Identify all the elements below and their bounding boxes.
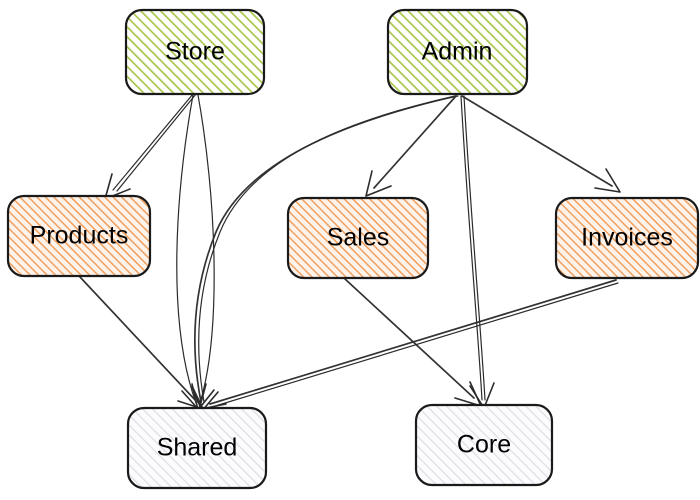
edge-layer xyxy=(79,93,621,422)
node-core-shape[interactable] xyxy=(414,403,554,487)
node-core-label: Core xyxy=(457,431,511,459)
node-store[interactable]: Store xyxy=(124,8,266,96)
node-core[interactable]: Core xyxy=(414,403,554,487)
node-invoices-label: Invoices xyxy=(581,224,673,252)
node-shared[interactable]: Shared xyxy=(126,406,268,490)
node-admin[interactable]: Admin xyxy=(386,8,529,96)
node-invoices[interactable]: Invoices xyxy=(554,196,700,280)
node-sales-label: Sales xyxy=(327,224,390,252)
node-layer: Store Admin Products Sales Invoices Shar xyxy=(6,8,700,490)
node-shared-shape[interactable] xyxy=(126,406,268,490)
edge-store-products xyxy=(104,93,197,200)
node-sales-shape[interactable] xyxy=(286,196,430,280)
edge-admin-sales xyxy=(365,95,457,197)
node-store-shape[interactable] xyxy=(124,8,266,96)
edge-admin-invoices xyxy=(461,95,621,193)
edge-admin-core xyxy=(460,95,495,409)
node-shared-label: Shared xyxy=(157,434,238,462)
node-products-label: Products xyxy=(30,222,129,250)
node-store-label: Store xyxy=(165,38,225,66)
edge-admin-shared xyxy=(191,95,459,412)
edge-products-shared xyxy=(79,276,204,410)
node-admin-label: Admin xyxy=(422,38,493,66)
node-admin-shape[interactable] xyxy=(386,8,529,96)
edge-store-shared-a xyxy=(176,94,207,411)
node-products[interactable]: Products xyxy=(6,194,152,278)
node-invoices-shape[interactable] xyxy=(554,196,700,280)
edge-invoices-shared xyxy=(200,279,619,422)
node-products-shape[interactable] xyxy=(6,194,152,278)
node-sales[interactable]: Sales xyxy=(286,196,430,280)
